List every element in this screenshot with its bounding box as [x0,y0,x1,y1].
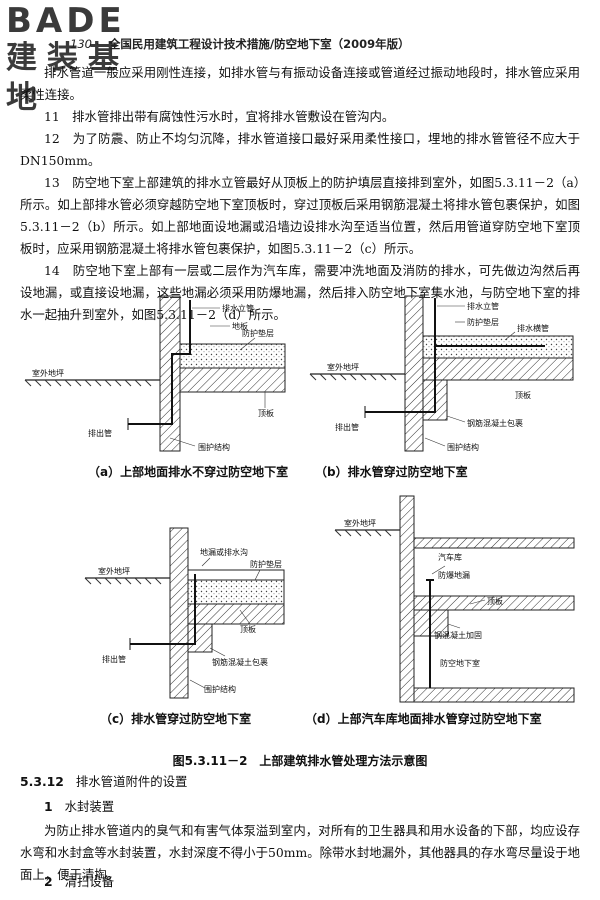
figure-b-diagram: 排水立管 防护垫层 排水横管 室外地坪 顶板 排出管 钢筋混凝土包裹 围护结构 [309,295,574,452]
page-number: 130 · [70,37,100,51]
running-header: 130 · 全国民用建筑工程设计技术措施/防空地下室（2009年版） [70,36,410,52]
logo-chinese: 建装基地 [6,40,129,116]
item-2-title: 清扫设备 [64,874,115,889]
figure-d: 室外地坪 汽车库 防爆地漏 顶板 钢混凝土加固 防空地下室 [330,488,580,708]
bade-logo: BADE 建装基地 [6,1,146,116]
item-1-title: 水封装置 [64,799,115,814]
label-floor: 地板 [232,321,248,331]
figure-title: 图5.3.11－2 上部建筑排水管处理方法示意图 [172,754,428,768]
paragraph-11: 11 排水管排出带有腐蚀性污水时，宜将排水管敷设在管沟内。 [44,109,395,124]
item-1-body: 为防止排水管道内的臭气和有害气体泵溢到室内，对所有的卫生器具和用水设备的下部，均… [20,820,580,886]
label-outlet: 排出管 [88,428,112,438]
body-paragraphs: 排水管道一般应采用刚性连接，如排水管与有振动设备连接或管道经过振动地段时，排水管… [20,62,580,326]
figure-c-diagram: 地漏或排水沟 室外地坪 防护垫层 顶板 排出管 钢筋混凝土包裹 围护结构 [84,527,285,699]
label-garage: 汽车库 [438,552,462,562]
label-struct: 围护结构 [447,442,479,452]
label-roof: 顶板 [487,596,503,606]
label-roof: 顶板 [515,390,531,400]
figure-d-diagram: 室外地坪 汽车库 防爆地漏 顶板 钢混凝土加固 防空地下室 [334,495,575,703]
label-roof: 顶板 [258,408,274,418]
figure-b: 排水立管 防护垫层 排水横管 室外地坪 顶板 排出管 钢筋混凝土包裹 围护结构 [305,288,580,460]
label-struct: 围护结构 [198,442,230,452]
figure-a: 排水立管 地板 防护垫层 室外地坪 顶板 排出管 围护结构 [20,288,290,460]
label-riser: 排水立管 [467,301,499,311]
label-hpipe: 排水横管 [517,323,549,333]
caption-a: （a）上部地面排水不穿过防空地下室 [88,465,289,479]
label-fill: 防护垫层 [467,317,499,327]
label-ground: 室外地坪 [98,566,130,576]
label-ground: 室外地坪 [344,518,376,528]
label-concrete: 钢混凝土加固 [434,630,482,640]
label-roof: 顶板 [240,624,256,634]
label-fill: 防护垫层 [250,559,282,569]
figure-a-diagram: 排水立管 地板 防护垫层 室外地坪 顶板 排出管 围护结构 [24,295,286,452]
section-heading: 5.3.12 排水管道附件的设置 [20,772,187,790]
section-number: 5.3.12 [20,774,64,789]
label-outlet: 排出管 [335,422,359,432]
label-fill: 防护垫层 [242,328,274,338]
label-shelter: 防空地下室 [440,658,480,668]
caption-c: （c）排水管穿过防空地下室 [100,712,252,726]
paragraph-10-cont: 排水管道一般应采用刚性连接，如排水管与有振动设备连接或管道经过振动地段时，排水管… [20,65,580,102]
figure-c: 地漏或排水沟 室外地坪 防护垫层 顶板 排出管 钢筋混凝土包裹 围护结构 [80,520,290,705]
caption-b: （b）排水管穿过防空地下室 [315,465,468,479]
logo-wordmark: BADE [6,1,126,41]
item-1-number: 1 [44,799,53,814]
label-outlet: 排出管 [102,654,126,664]
label-blast-drain: 防爆地漏 [438,570,470,580]
label-wrap: 钢筋混凝土包裹 [467,418,523,428]
paragraph-13: 13 防空地下室上部建筑的排水立管最好从顶板上的防护填层直接排到室外，如图5.3… [20,175,580,256]
label-drain: 地漏或排水沟 [200,547,248,557]
item-2-heading: 2 清扫设备 [44,872,114,890]
item-1-heading: 1 水封装置 [44,797,114,815]
label-ground: 室外地坪 [32,368,64,378]
label-riser: 排水立管 [222,303,254,313]
caption-d: （d）上部汽车库地面排水管穿过防空地下室 [305,712,542,726]
label-ground: 室外地坪 [327,362,359,372]
running-title: 全国民用建筑工程设计技术措施/防空地下室（2009年版） [108,37,410,51]
section-title: 排水管道附件的设置 [75,774,188,789]
paragraph-12: 12 为了防震、防止不均匀沉降，排水管道接口最好采用柔性接口，埋地的排水管管径不… [20,131,580,168]
item-1-paragraph: 为防止排水管道内的臭气和有害气体泵溢到室内，对所有的卫生器具和用水设备的下部，均… [20,823,580,882]
label-struct: 围护结构 [204,684,236,694]
label-wrap: 钢筋混凝土包裹 [212,657,268,667]
item-2-number: 2 [44,874,53,889]
